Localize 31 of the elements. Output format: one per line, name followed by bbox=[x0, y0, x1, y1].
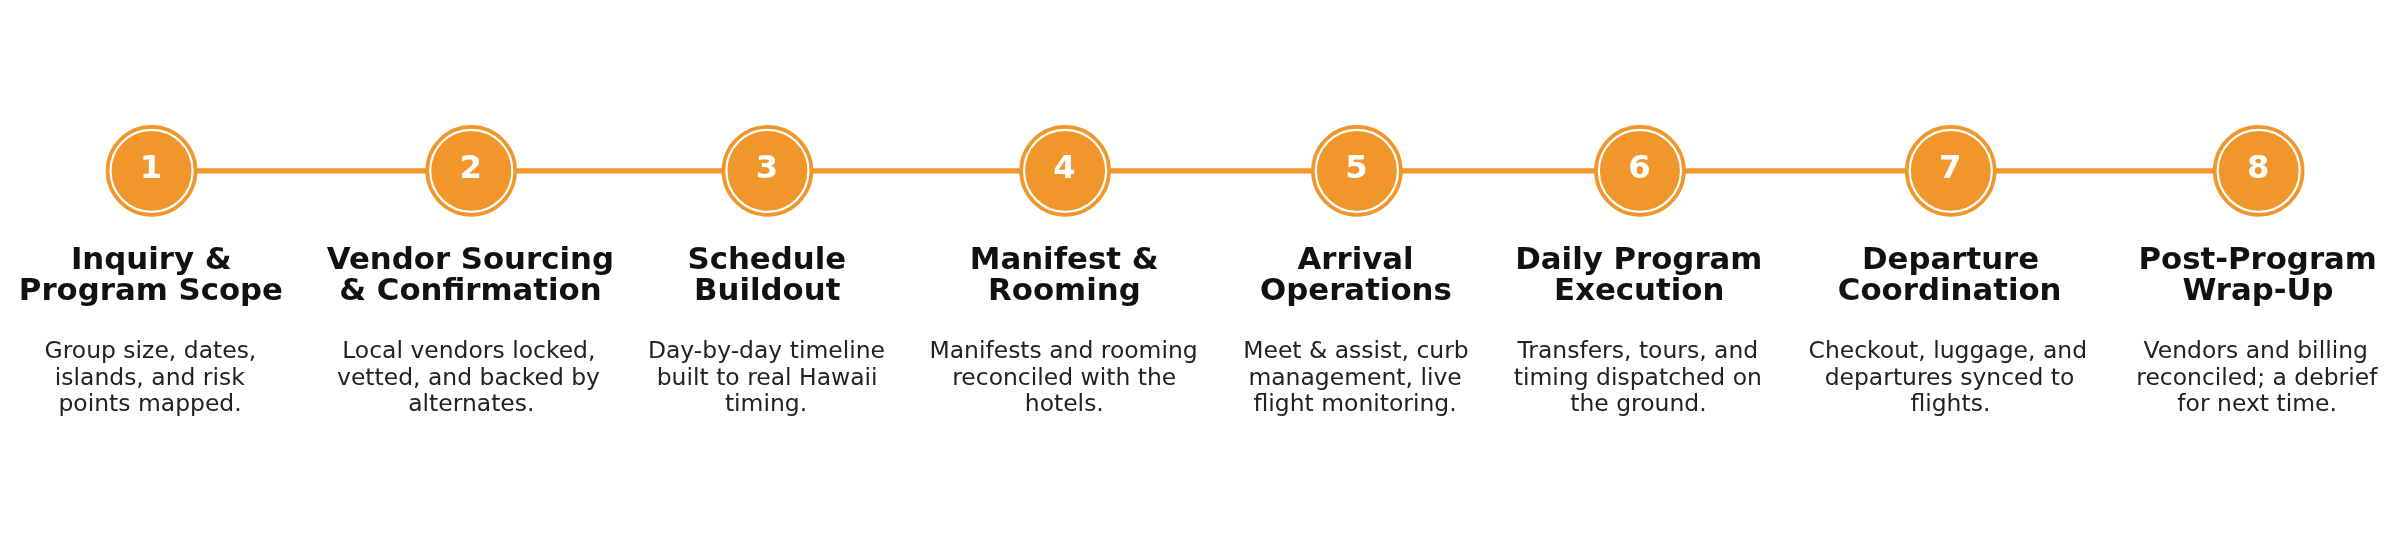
node-label: Daily Program Execution bbox=[1515, 239, 1763, 307]
node-label: Post-Program Wrap-Up bbox=[2138, 239, 2377, 307]
connector bbox=[1995, 168, 2215, 174]
node-label: Vendors and billing reconciled; a debrief for next time. bbox=[2136, 336, 2378, 418]
connector bbox=[1401, 168, 1596, 174]
node-label: Transfers, tours, and timing dispatched on the ground. bbox=[1513, 336, 1762, 418]
node-label: Manifests and rooming reconciled with the hotels. bbox=[929, 336, 1198, 418]
node-label: Schedule Buildout bbox=[687, 239, 847, 307]
connector bbox=[195, 168, 428, 174]
node-label: Meet & assist, curb management, live flight monitoring. bbox=[1243, 336, 1469, 418]
connector bbox=[811, 168, 1022, 174]
connector bbox=[1684, 168, 1907, 174]
node-circle: 5 bbox=[1311, 125, 1403, 217]
node-circle: 7 bbox=[1904, 125, 1997, 217]
connector bbox=[1109, 168, 1313, 174]
node-label: Arrival Operations bbox=[1260, 239, 1452, 307]
node-label: Inquiry & Program Scope bbox=[18, 239, 283, 307]
node-circle: 3 bbox=[721, 125, 814, 217]
node-circle: 1 bbox=[105, 125, 198, 217]
node-label: Group size, dates, islands, and risk points mapped. bbox=[44, 336, 257, 418]
node-circle: 4 bbox=[1019, 125, 1111, 217]
node-label: Departure Coordination bbox=[1837, 239, 2062, 307]
node-label: Vendor Sourcing & Confirmation bbox=[326, 239, 614, 307]
connector bbox=[515, 168, 724, 174]
node-label: Checkout, luggage, and departures synced to flights. bbox=[1808, 336, 2088, 418]
node-label: Day-by-day timeline built to real Hawaii timing. bbox=[647, 336, 886, 418]
node-circle: 8 bbox=[2212, 125, 2305, 217]
node-label: Manifest & Rooming bbox=[969, 239, 1159, 307]
node-label: Local vendors locked, vetted, and backed by alternates. bbox=[337, 336, 601, 418]
node-circle: 6 bbox=[1594, 125, 1686, 217]
node-circle: 2 bbox=[425, 125, 518, 217]
